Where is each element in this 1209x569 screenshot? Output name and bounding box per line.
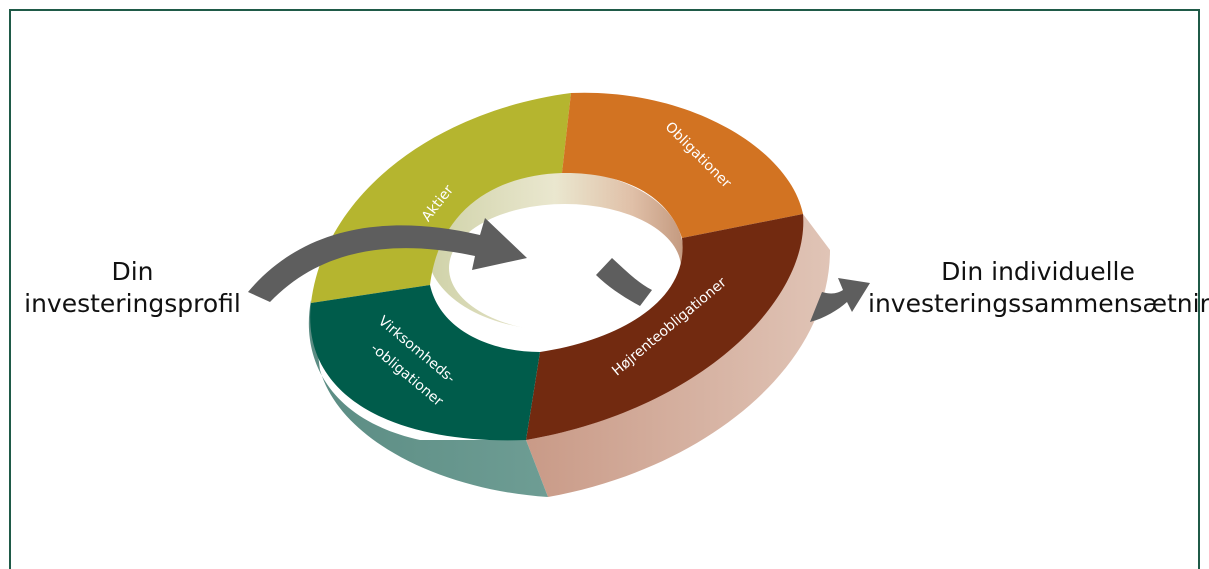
segment-hojrente [526, 214, 804, 440]
diagram-frame [9, 9, 1200, 569]
segment-virksomheds [310, 285, 540, 441]
ring-hole [449, 204, 681, 332]
inner-arrow [596, 258, 652, 306]
segment-obligationer [562, 92, 803, 238]
output-arrow [810, 278, 870, 322]
ring-side-rust [526, 214, 830, 497]
input-label: Din investeringsprofil [24, 257, 241, 318]
output-label: Din individuelle investeringssammensætni… [868, 257, 1209, 318]
input-arrow [248, 218, 527, 302]
ring-side-green [308, 300, 548, 497]
segment-aktier [311, 93, 571, 303]
